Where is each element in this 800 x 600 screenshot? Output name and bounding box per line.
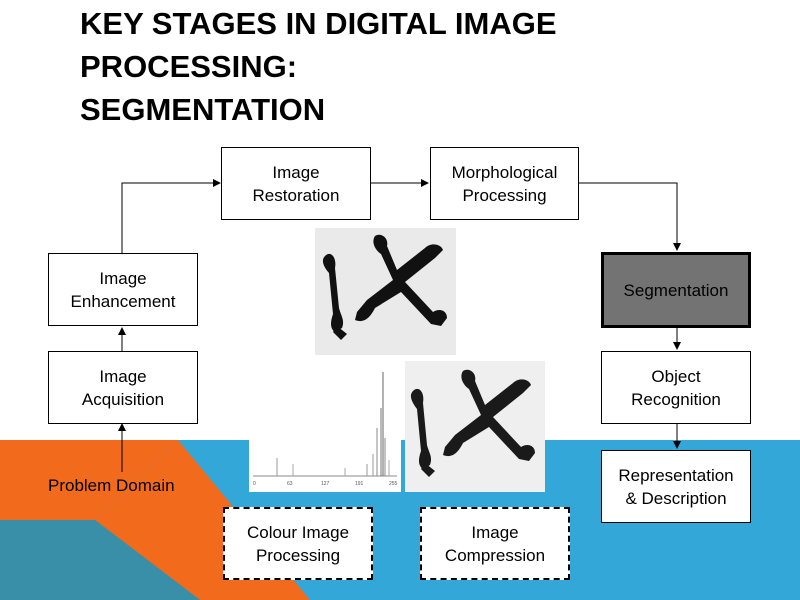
hist-tick-191: 191 — [355, 481, 364, 487]
histogram-chart: 0 63 127 191 255 — [249, 368, 401, 492]
colour-image-processing-box: Colour Image Processing — [223, 507, 373, 580]
arrow-morphological-to-segmentation — [579, 183, 677, 250]
hist-tick-0: 0 — [253, 481, 256, 487]
wrench-shapes-icon — [315, 228, 456, 355]
segmented-wrench-icon — [405, 361, 545, 492]
wrench-photo-segmented — [405, 361, 545, 492]
segmentation-box: Segmentation — [601, 252, 751, 328]
wrench-photo-original — [315, 228, 456, 355]
image-enhancement-label: Image Enhancement — [71, 267, 176, 313]
arrow-enhancement-to-restoration — [122, 183, 220, 253]
image-enhancement-box: Image Enhancement — [48, 253, 198, 326]
image-acquisition-box: Image Acquisition — [48, 351, 198, 424]
image-acquisition-label: Image Acquisition — [82, 365, 164, 411]
image-restoration-label: Image Restoration — [253, 161, 340, 207]
colour-image-processing-label: Colour Image Processing — [247, 521, 349, 567]
representation-description-label: Representation & Description — [618, 464, 733, 510]
image-compression-label: Image Compression — [445, 521, 545, 567]
morphological-processing-label: Morphological Processing — [452, 161, 558, 207]
hist-tick-63: 63 — [287, 481, 293, 487]
object-recognition-label: Object Recognition — [631, 365, 721, 411]
segmentation-label: Segmentation — [624, 279, 729, 302]
object-recognition-box: Object Recognition — [601, 351, 751, 424]
problem-domain-label: Problem Domain — [48, 476, 175, 496]
image-compression-box: Image Compression — [420, 507, 570, 580]
histogram-panel: 0 63 127 191 255 — [249, 368, 401, 492]
image-restoration-box: Image Restoration — [221, 147, 371, 220]
representation-description-box: Representation & Description — [601, 450, 751, 523]
morphological-processing-box: Morphological Processing — [430, 147, 579, 220]
hist-tick-127: 127 — [321, 481, 330, 487]
hist-tick-255: 255 — [389, 481, 398, 487]
